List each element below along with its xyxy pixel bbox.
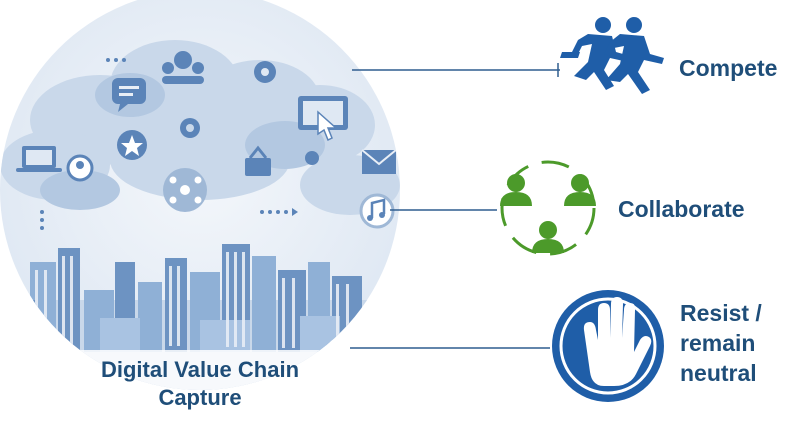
people-group-icon (162, 51, 204, 84)
caption-line-2: Capture (158, 385, 242, 410)
chat-bubble-icon (112, 78, 146, 112)
digital-value-chain-illustration (0, 0, 400, 390)
compete-label: Compete (679, 55, 778, 81)
network-nodes-icon (163, 168, 207, 212)
dotted-arrow-icon (40, 58, 298, 230)
touch-screen-icon (298, 96, 348, 142)
running-people-icon (560, 17, 664, 94)
collaborate-label: Collaborate (618, 196, 745, 222)
gear-icon (254, 61, 276, 83)
shopping-basket-icon (245, 145, 271, 176)
connector-lines (350, 63, 560, 349)
music-note-icon (359, 193, 395, 229)
star-badge-icon (117, 130, 147, 160)
raised-hand-icon (552, 290, 664, 402)
resist-label-line-3: neutral (680, 360, 757, 386)
resist-label: Resist / remain neutral (680, 298, 790, 388)
caption-line-1: Digital Value Chain (100, 357, 300, 382)
laptop-icon (16, 146, 62, 172)
gear-icon (180, 118, 200, 138)
envelope-icon (361, 149, 397, 174)
resist-label-line-2: remain (680, 330, 756, 356)
collaboration-people-icon (500, 160, 596, 256)
diagram-caption: Digital Value Chain Capture (70, 356, 330, 412)
gear-icon (305, 151, 319, 165)
resist-label-line-1: Resist / (680, 300, 762, 326)
user-profile-icon (66, 154, 94, 182)
